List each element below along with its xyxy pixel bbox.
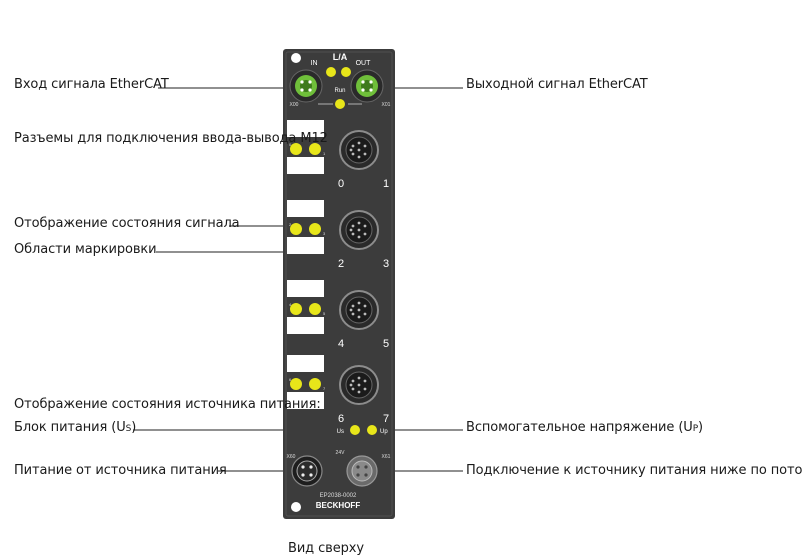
- caption-top-view: Вид сверху: [288, 541, 364, 556]
- led-number: 7: [323, 386, 326, 391]
- x00-label: X00: [290, 102, 299, 108]
- signal-led: [309, 223, 321, 235]
- run-label: Run: [334, 88, 345, 94]
- led-number: 0: [289, 142, 292, 147]
- marking-field-bottom: [287, 317, 324, 334]
- led-number: 5: [323, 311, 326, 316]
- led-number: 4: [289, 302, 292, 307]
- label-m12-connectors: Разъемы для подключения ввода-вывода M12: [14, 131, 328, 146]
- marking-field-top: [287, 120, 324, 137]
- signal-led: [309, 378, 321, 390]
- signal-led: [290, 143, 302, 155]
- la-out-led: [341, 67, 351, 77]
- aux-voltage-sub: P: [692, 424, 699, 434]
- led-number: 2: [289, 222, 292, 227]
- la-in-led: [326, 67, 336, 77]
- channel-number: 0: [338, 178, 344, 190]
- channel-number: 2: [338, 258, 344, 270]
- led-number: 1: [323, 151, 326, 156]
- marking-field-top: [287, 200, 324, 217]
- channel-number: 7: [383, 413, 389, 425]
- ethercat-out-connector: [350, 69, 384, 103]
- signal-led: [309, 303, 321, 315]
- channel-number: 6: [338, 413, 344, 425]
- us-label: Us: [337, 429, 344, 435]
- x61-label: X61: [382, 454, 391, 460]
- channel-number: 5: [383, 338, 389, 350]
- marking-field-bottom: [287, 237, 324, 254]
- la-label: L/A: [333, 52, 348, 62]
- power-unit-sub: S: [125, 424, 132, 434]
- run-led: [335, 99, 345, 109]
- marking-field-top: [287, 355, 324, 372]
- ethercat-in-connector: [289, 69, 323, 103]
- marking-field-bottom: [287, 392, 324, 409]
- signal-led: [290, 223, 302, 235]
- label-marking-areas: Области маркировки: [14, 242, 157, 257]
- x60-label: X60: [287, 454, 296, 460]
- power-in-connector: [291, 455, 323, 487]
- power-out-connector: [346, 455, 378, 487]
- label-power-unit: Блок питания (US): [14, 420, 136, 437]
- label-power-downstream: Подключение к источнику питания ниже по …: [466, 463, 803, 478]
- marking-field-top: [287, 280, 324, 297]
- mounting-hole-bottom: [291, 502, 301, 512]
- in-label: IN: [311, 60, 318, 67]
- us-led: [350, 425, 360, 435]
- label-ethercat-in: Вход сигнала EtherCAT: [14, 77, 169, 92]
- up-label: Up: [380, 429, 388, 435]
- x01-label: X01: [382, 102, 391, 108]
- led-number: 6: [289, 377, 292, 382]
- label-ethercat-out: Выходной сигнал EtherCAT: [466, 77, 648, 92]
- label-power-status: Отображение состояния источника питания:: [14, 397, 321, 412]
- led-number: 3: [323, 231, 326, 236]
- aux-voltage-prefix: Вспомогательное напряжение (U: [466, 420, 693, 435]
- signal-led: [309, 143, 321, 155]
- signal-led: [290, 303, 302, 315]
- label-power-in: Питание от источника питания: [14, 463, 227, 478]
- label-aux-voltage: Вспомогательное напряжение (UP): [466, 420, 703, 437]
- power-header-label: 24V: [336, 450, 346, 456]
- marking-field-bottom: [287, 157, 324, 174]
- power-unit-prefix: Блок питания (U: [14, 420, 126, 435]
- channel-number: 4: [338, 338, 344, 350]
- power-unit-suffix: ): [131, 420, 137, 435]
- mounting-hole-top: [291, 53, 301, 63]
- io-channels: 0 1 0 1 2 3 2 3 4 5 4 5 6 7 6 7: [287, 120, 389, 425]
- model-label: EP2038-0002: [320, 493, 357, 499]
- out-label: OUT: [356, 60, 372, 67]
- channel-number: 3: [383, 258, 389, 270]
- aux-voltage-suffix: ): [698, 420, 704, 435]
- brand-label: BECKHOFF: [316, 501, 361, 510]
- signal-led: [290, 378, 302, 390]
- label-signal-status: Отображение состояния сигнала: [14, 216, 240, 231]
- channel-number: 1: [383, 178, 389, 190]
- up-led: [367, 425, 377, 435]
